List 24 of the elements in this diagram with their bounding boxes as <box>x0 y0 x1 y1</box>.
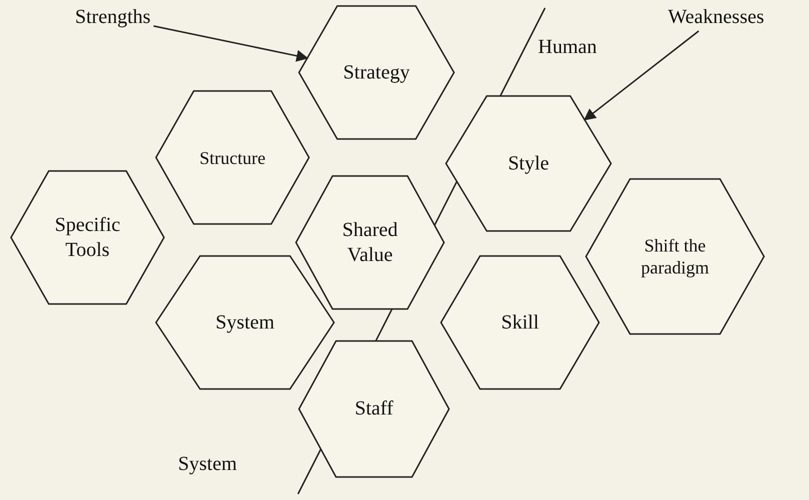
hexagon-label: Shift the paradigm <box>640 234 710 279</box>
hexagon <box>155 255 335 390</box>
leader-arrow <box>584 30 700 121</box>
callout-text: Strengths <box>75 6 151 29</box>
hexagon-label: Specific Tools <box>54 212 122 262</box>
hexagon <box>295 175 445 310</box>
hexagon-label: Structure <box>198 146 266 169</box>
hexagon <box>298 5 455 140</box>
hexagon-label: Staff <box>354 396 394 422</box>
hexagon <box>10 170 165 305</box>
leader-arrow <box>153 25 308 62</box>
hexagon <box>298 340 450 478</box>
hexagon-label: System <box>214 310 276 335</box>
hexagon <box>440 255 600 390</box>
hexagon <box>155 90 310 225</box>
hexagon <box>585 178 765 335</box>
hexagon-label: Style <box>506 151 550 176</box>
hexagon-label: Strategy <box>342 60 411 85</box>
hexagon-label: Skill <box>500 310 540 335</box>
region-label: System <box>178 453 237 476</box>
callout-text: Weaknesses <box>668 6 764 29</box>
region-label: Human <box>538 36 597 59</box>
hexagon-label: Shared Value <box>341 218 399 268</box>
hexagon <box>445 95 612 232</box>
